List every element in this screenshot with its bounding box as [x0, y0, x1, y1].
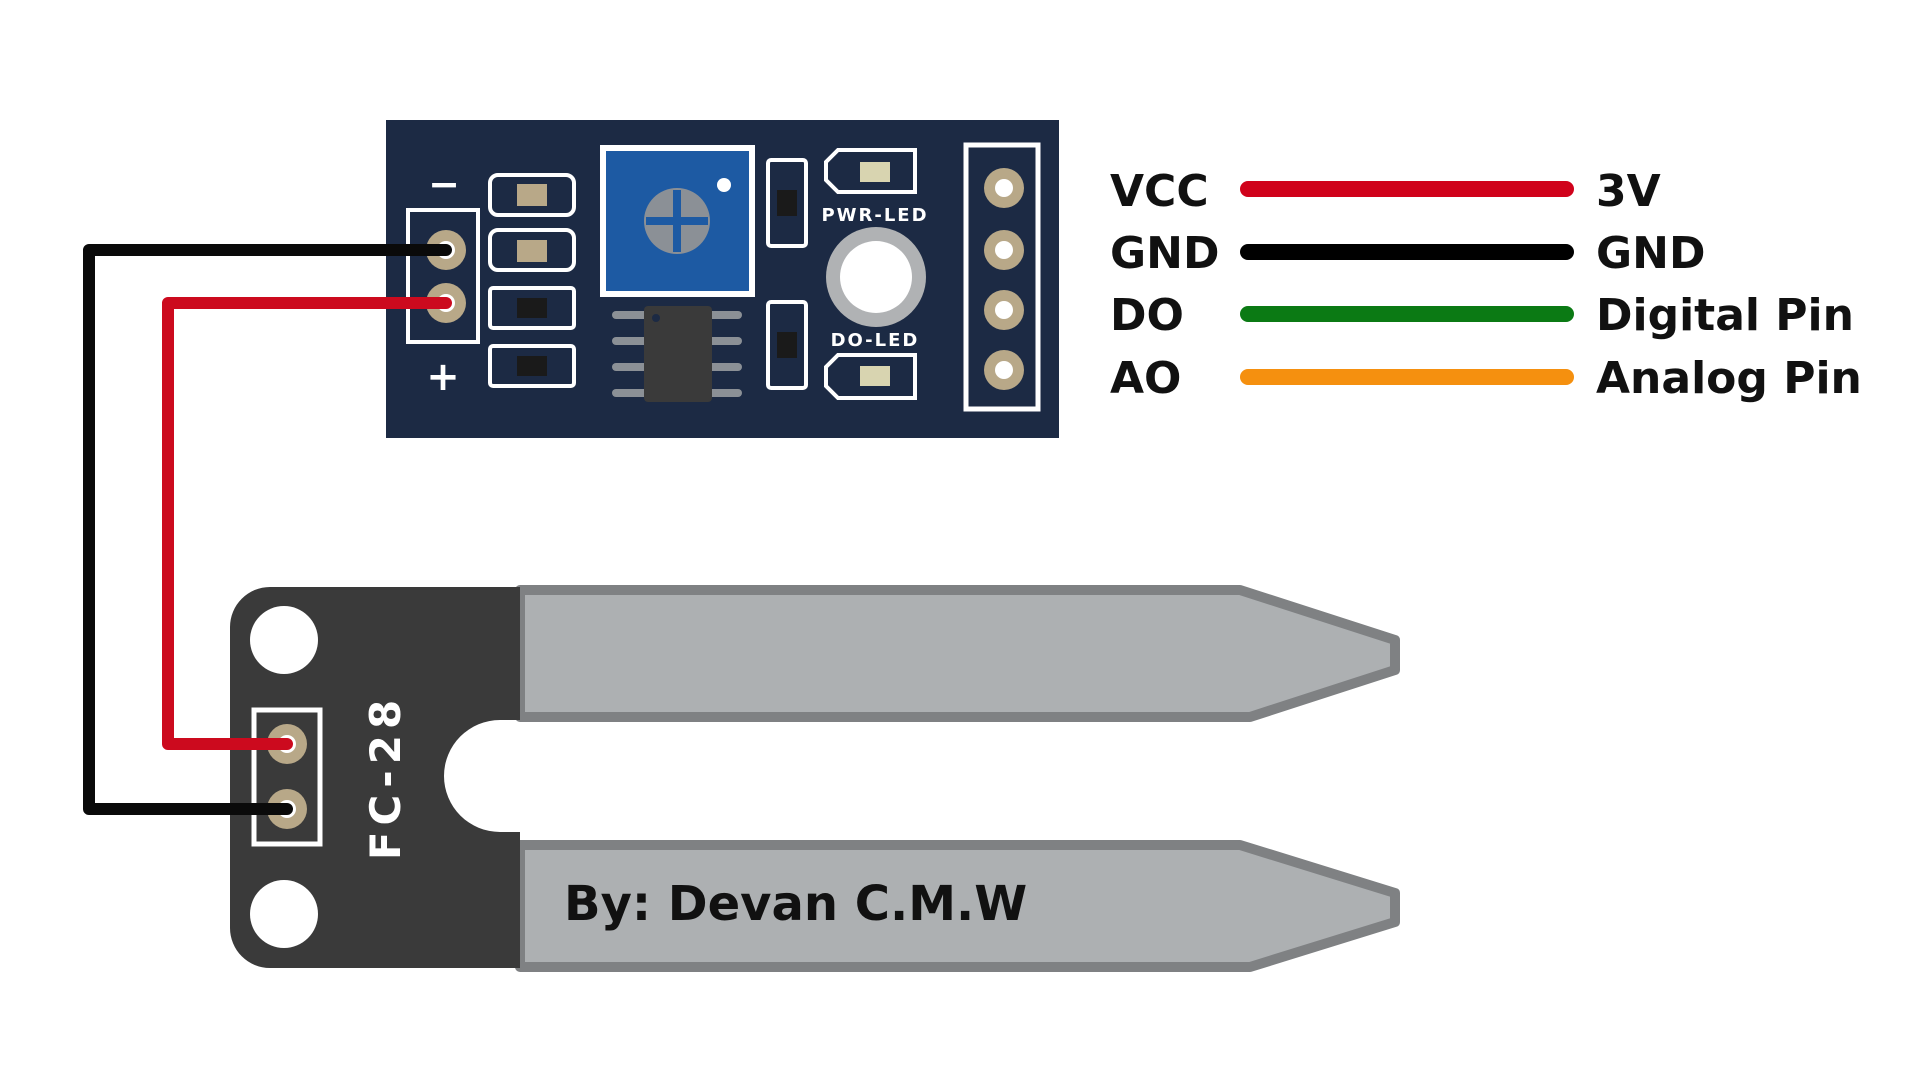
upper-prong — [515, 585, 1400, 722]
plus-mark: + — [426, 354, 460, 400]
minus-mark: − — [428, 162, 460, 206]
probe-mount-hole-top — [250, 606, 318, 674]
smd-v-2 — [777, 332, 797, 358]
legend-pin: GND — [1110, 228, 1219, 279]
knob-slot-h — [646, 217, 708, 225]
legend-target: Analog Pin — [1596, 353, 1862, 404]
pwr-led — [860, 162, 890, 182]
do-led-label: DO-LED — [831, 330, 920, 351]
mounting-hole-center — [840, 241, 912, 313]
pwr-led-outline — [824, 148, 917, 194]
do-led-outline — [824, 353, 917, 400]
right-header-pins — [984, 168, 1024, 390]
probe-header-outline — [251, 707, 323, 847]
legend-pin: AO — [1110, 353, 1181, 404]
legend-pin: DO — [1110, 290, 1184, 341]
legend-row-gnd: GND GND — [1110, 228, 1705, 279]
do-led — [860, 366, 890, 386]
probe-mount-hole-bottom — [250, 880, 318, 948]
legend-target: GND — [1596, 228, 1705, 279]
potentiometer-mark — [717, 178, 731, 192]
legend-row-vcc: VCC 3V — [1110, 166, 1661, 217]
legend-target: Digital Pin — [1596, 290, 1854, 341]
legend-row-do: DO Digital Pin — [1110, 290, 1854, 341]
smd-vertical — [766, 158, 808, 390]
probe-model-label: FC-28 — [361, 694, 410, 860]
pin-legend: VCC 3V GND GND DO Digital Pin AO Analog … — [1110, 166, 1862, 404]
author-credit: By: Devan C.M.W — [564, 876, 1027, 932]
wire-black — [83, 244, 452, 815]
pwr-led-label: PWR-LED — [821, 205, 928, 226]
resistor-2 — [517, 240, 547, 262]
comparator-ic — [612, 306, 742, 402]
right-header-outline — [963, 142, 1041, 412]
connecting-wires — [83, 244, 452, 815]
smd-v-1 — [777, 190, 797, 216]
left-header-outline — [406, 208, 480, 344]
smd-resistors — [488, 173, 576, 388]
capacitor-2 — [517, 356, 547, 376]
legend-target: 3V — [1596, 166, 1661, 217]
resistor-1 — [517, 184, 547, 206]
legend-row-ao: AO Analog Pin — [1110, 353, 1862, 404]
comparator-module: − + — [386, 120, 1059, 438]
soil-probe: FC-28 — [230, 585, 1400, 972]
wire-red — [162, 297, 452, 750]
legend-pin: VCC — [1110, 166, 1209, 217]
capacitor-1 — [517, 298, 547, 318]
probe-body — [230, 587, 520, 968]
